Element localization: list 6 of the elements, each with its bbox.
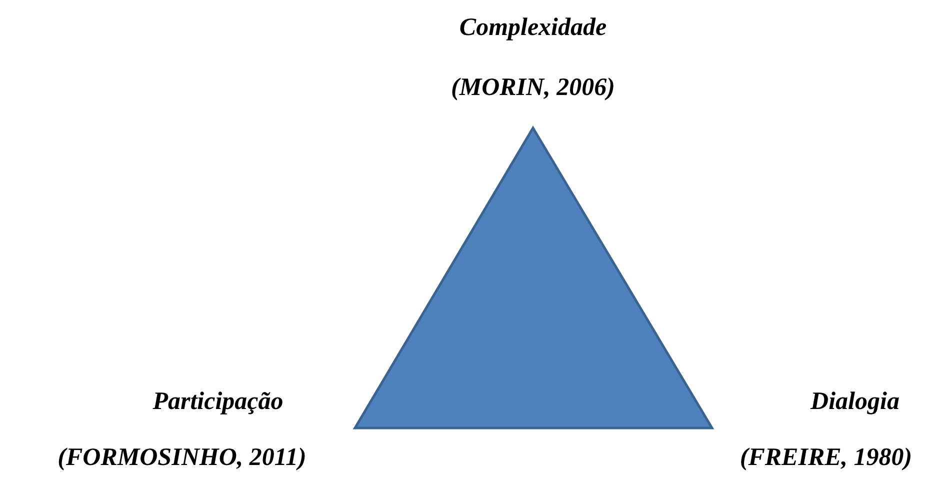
- corner-label: (MORIN, 2006): [451, 74, 615, 102]
- corner-label: Complexidade: [459, 14, 607, 42]
- corner-label: Participação: [152, 388, 284, 416]
- corner-label: Dialogia: [810, 388, 900, 416]
- corner-label: (FREIRE, 1980): [740, 444, 912, 472]
- corner-label: (FORMOSINHO, 2011): [58, 444, 306, 472]
